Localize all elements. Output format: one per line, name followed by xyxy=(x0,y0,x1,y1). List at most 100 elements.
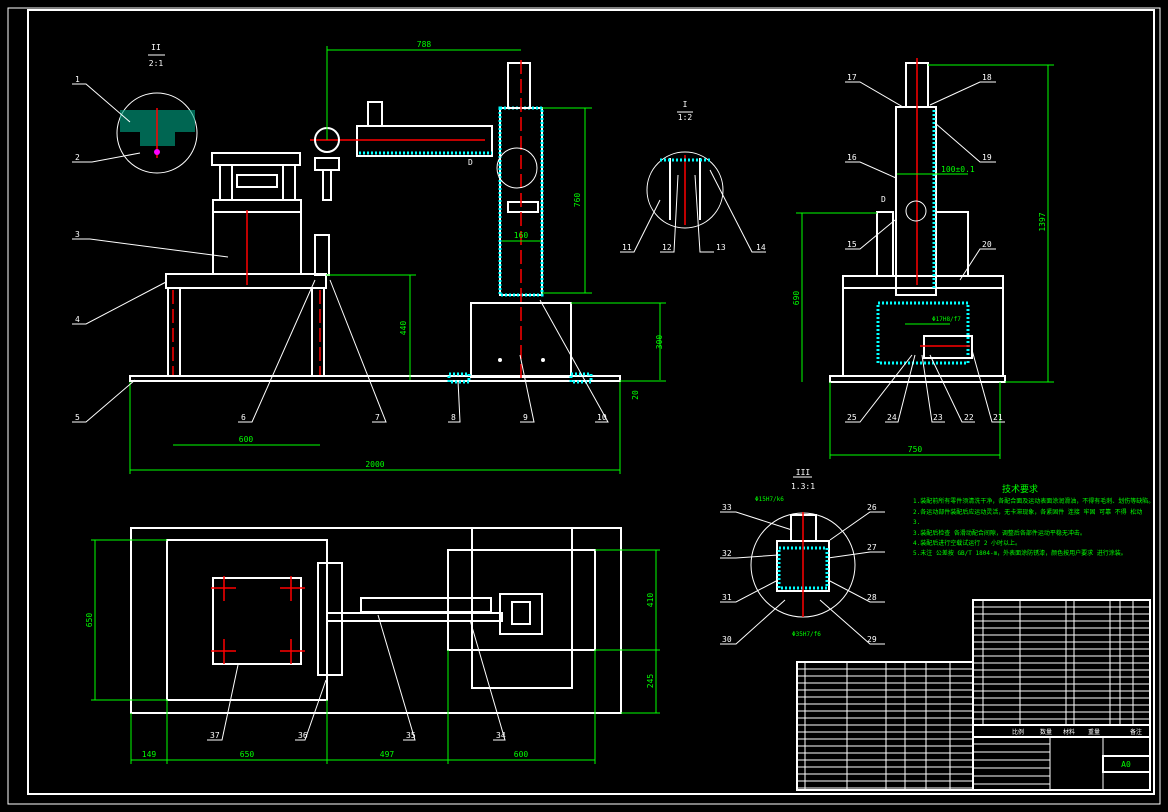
detail-iii: III 1.3:1 xyxy=(750,468,856,618)
part-label: 30 xyxy=(722,635,732,644)
section-marker-d: D xyxy=(468,158,473,167)
detail-i-scale: 1:2 xyxy=(678,113,693,122)
table-leg-right xyxy=(311,287,325,377)
dim-top-depth: 650 xyxy=(85,613,94,628)
dim-table-span: 600 xyxy=(239,435,254,444)
part-label: 19 xyxy=(982,153,992,162)
part-label: 20 xyxy=(982,240,992,249)
title-block-label: 数量 xyxy=(1040,728,1052,736)
top-base-plate xyxy=(130,527,622,714)
part-label: 18 xyxy=(982,73,992,82)
part-number-labels: 1 2 3 4 5 6 7 8 9 10 11 12 13 14 15 16 1… xyxy=(75,73,1003,740)
tech-req-item: 4.装配后进行空载试运行 2 小时以上。 xyxy=(913,539,1021,547)
column-cylinder xyxy=(507,62,531,109)
limit-post xyxy=(314,234,330,276)
side-view xyxy=(829,58,1006,383)
dim-base-height: 300 xyxy=(655,335,664,350)
part-label: 28 xyxy=(867,593,877,602)
top-arm xyxy=(326,612,503,622)
detail-iii-scale: 1.3:1 xyxy=(791,482,815,491)
dim-top-right: 600 xyxy=(514,750,529,759)
part-label: 10 xyxy=(597,413,607,422)
detail-ii: II 2:1 xyxy=(116,43,198,174)
work-table-top xyxy=(165,273,327,289)
part-label: 12 xyxy=(662,243,672,252)
part-label: 13 xyxy=(716,243,726,252)
dim-fit-top: Φ15H7/k6 xyxy=(755,496,784,503)
part-label: 9 xyxy=(523,413,528,422)
part-label: 5 xyxy=(75,413,80,422)
title-block-label: 重量 xyxy=(1088,728,1100,736)
part-label: 22 xyxy=(964,413,974,422)
part-label: 37 xyxy=(210,731,220,740)
part-label: 27 xyxy=(867,543,877,552)
part-label: 17 xyxy=(847,73,857,82)
part-label: 11 xyxy=(622,243,632,252)
dimension-lines xyxy=(91,46,1054,764)
fixture-cap xyxy=(211,152,301,166)
dimension-texts: 788 760 160 440 300 20 600 2000 1397 690… xyxy=(85,40,1047,759)
dim-column-height: 760 xyxy=(573,193,582,208)
dim-fit-shaft: Φ17H8/f7 xyxy=(932,316,961,323)
dim-plate-thickness: 20 xyxy=(631,390,640,400)
horizontal-arm xyxy=(356,125,493,157)
part-label: 7 xyxy=(375,413,380,422)
tech-req-item: 5.未注 公差按 GB/T 1804-m，外表面涂防锈漆，颜色按用户要求 进行涂… xyxy=(913,549,1127,557)
sheet-size: A0 xyxy=(1121,760,1131,769)
dim-top-right-upper: 410 xyxy=(646,593,655,608)
part-label: 21 xyxy=(993,413,1003,422)
part-label: 33 xyxy=(722,503,732,512)
technical-requirements: 技术要求 1.装配前所有零件须清洗干净，各配合面及运动表面涂润滑油，不得有毛刺、… xyxy=(913,483,1154,557)
detail-i-circle xyxy=(496,147,538,189)
dim-table-height: 440 xyxy=(399,321,408,336)
part-label: 3 xyxy=(75,230,80,239)
title-block-label: 备注 xyxy=(1130,728,1142,736)
detail-i: I 1:2 xyxy=(646,100,724,229)
part-label: 15 xyxy=(847,240,857,249)
parts-list-table: 比例 数量 材料 重量 备注 A0 xyxy=(796,599,1151,791)
outer-frame xyxy=(7,7,1161,805)
tech-req-item: 3. xyxy=(913,519,920,526)
part-label: 8 xyxy=(451,413,456,422)
gripper-shaft xyxy=(322,169,332,201)
tech-req-item: 3.装配后检查 各滑动配合间隙，调整后各部件运动平稳无冲击。 xyxy=(913,529,1086,537)
top-view xyxy=(130,527,622,714)
part-label: 16 xyxy=(847,153,857,162)
part-label: 26 xyxy=(867,503,877,512)
part-label: 31 xyxy=(722,593,732,602)
top-fixture xyxy=(212,577,302,665)
detail-ii-name: II xyxy=(151,43,161,52)
dim-overall-length: 2000 xyxy=(365,460,384,469)
dim-side-table-height: 690 xyxy=(792,291,801,306)
dim-top-table: 650 xyxy=(240,750,255,759)
leader-lines xyxy=(72,81,1005,741)
tech-req-title: 技术要求 xyxy=(1002,483,1038,495)
detail-ii-scale: 2:1 xyxy=(149,59,164,68)
dim-fit-bottom: Φ35H7/f6 xyxy=(792,631,821,638)
part-label: 35 xyxy=(406,731,416,740)
part-label: 25 xyxy=(847,413,857,422)
part-label: 14 xyxy=(756,243,766,252)
drawing-border xyxy=(27,9,1155,795)
part-label: 6 xyxy=(241,413,246,422)
dim-top-offset: 149 xyxy=(142,750,157,759)
base-plate xyxy=(129,375,621,382)
dim-arm-reach: 788 xyxy=(417,40,432,49)
part-label: 32 xyxy=(722,549,732,558)
dim-top-right-lower: 245 xyxy=(646,674,655,689)
table-leg-left xyxy=(167,287,181,377)
part-label: 4 xyxy=(75,315,80,324)
part-label: 36 xyxy=(298,731,308,740)
part-label: 1 xyxy=(75,75,80,84)
top-table xyxy=(166,539,328,701)
dim-column-width: 160 xyxy=(514,231,529,240)
dim-stroke-tolerance: 100±0.1 xyxy=(941,165,975,174)
dim-top-middle: 497 xyxy=(380,750,395,759)
part-label: 23 xyxy=(933,413,943,422)
section-marker-d-side: D xyxy=(881,195,886,204)
part-label: 29 xyxy=(867,635,877,644)
detail-iii-name: III xyxy=(796,468,811,477)
tech-req-item: 1.装配前所有零件须清洗干净，各配合面及运动表面涂润滑油，不得有毛刺、划伤等缺陷… xyxy=(913,497,1154,505)
dim-side-height: 1397 xyxy=(1038,212,1047,231)
